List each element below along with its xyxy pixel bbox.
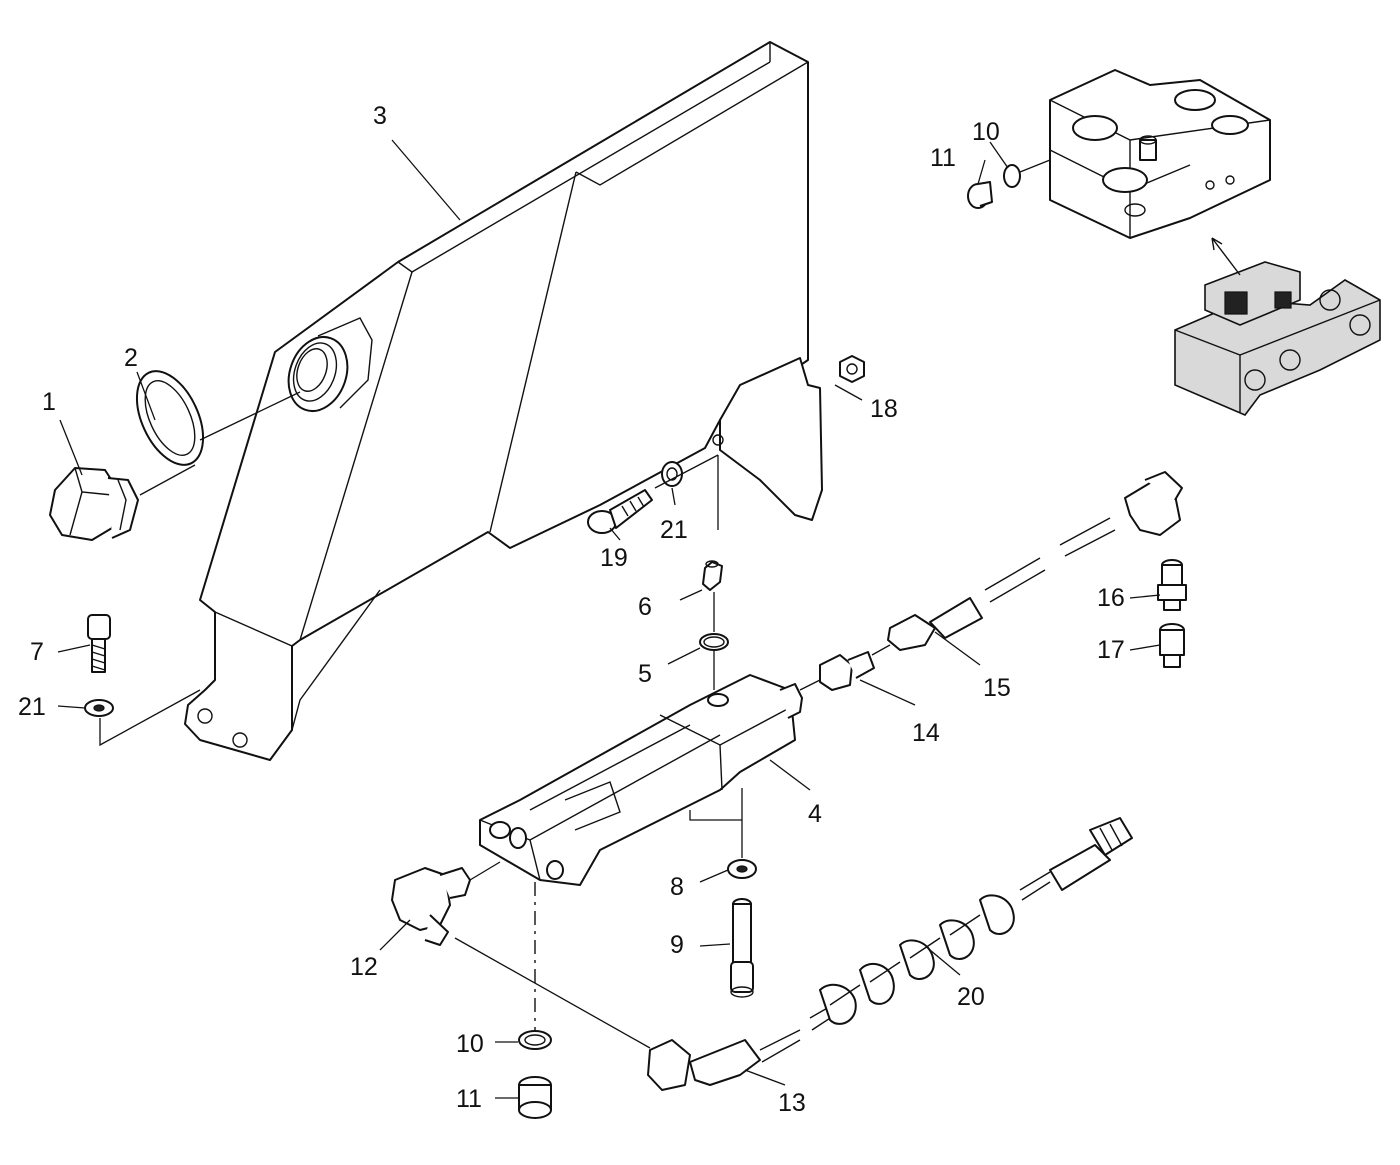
callout-7: 7 [30,638,44,666]
straight-fitting-14 [819,651,875,691]
callout-21-left: 21 [18,693,46,721]
callout-labels: 1 2 3 4 5 6 7 8 9 10 10 11 11 12 13 14 1… [18,102,1125,1117]
alignment-line-valve [1019,159,1051,173]
leader-lines [57,139,1161,1099]
alignment-line-plug [139,391,301,496]
callout-5: 5 [638,660,652,688]
callout-15: 15 [983,674,1011,702]
alignment-line-elbow [454,861,651,1049]
callout-8: 8 [670,873,684,901]
valve-washer-top [1003,164,1021,188]
cap-17 [1159,623,1185,668]
valve-block [1049,69,1271,239]
o-ring-5 [699,633,729,651]
callout-4: 4 [808,800,822,828]
elbow-fitting [391,867,471,946]
tank-bolt [587,489,653,534]
pressure-hose-15 [887,471,1183,651]
valve-bank [1174,261,1381,416]
callout-10-top: 10 [972,118,1000,146]
callout-11-bottom: 11 [456,1085,482,1113]
callout-19: 19 [600,544,628,572]
callout-16: 16 [1097,584,1125,612]
nut [839,355,865,383]
callout-11-top: 11 [930,144,956,172]
washer-10-bottom [518,1030,552,1050]
callout-18: 18 [870,395,898,423]
callout-9: 9 [670,931,684,959]
callout-10-bottom: 10 [456,1030,484,1058]
alignment-line-cylinder-bolt [689,788,743,858]
callout-1: 1 [42,388,56,416]
alignment-line-tank-bolt [654,454,719,530]
callout-12: 12 [350,953,378,981]
breather-cap [702,560,723,591]
callout-13: 13 [778,1089,806,1117]
washer-8 [727,859,757,879]
callout-3: 3 [373,102,387,130]
plug-11-bottom [518,1076,552,1119]
alignment-line-fitting [799,644,891,691]
valve-plug-top [967,181,993,209]
alignment-line-bolt [99,689,201,747]
callout-20: 20 [957,983,985,1011]
seal-ring [135,370,205,466]
return-hose [647,994,851,1091]
bolt-9 [730,898,754,998]
arrow-to-valve-block [1211,237,1241,276]
callout-2: 2 [124,344,138,372]
mounting-bolt-left [87,614,111,673]
hydraulic-tank [184,41,823,761]
washer-left [84,699,114,717]
callout-6: 6 [638,593,652,621]
filler-plug [49,467,139,541]
hydraulic-cylinder [479,674,803,886]
spiral-hose-guard [819,871,1051,1025]
callout-17: 17 [1097,636,1125,664]
adapter-16 [1157,559,1187,611]
callout-21-tank: 21 [660,516,688,544]
callout-14: 14 [912,719,940,747]
pressure-hose-end [1049,817,1133,891]
